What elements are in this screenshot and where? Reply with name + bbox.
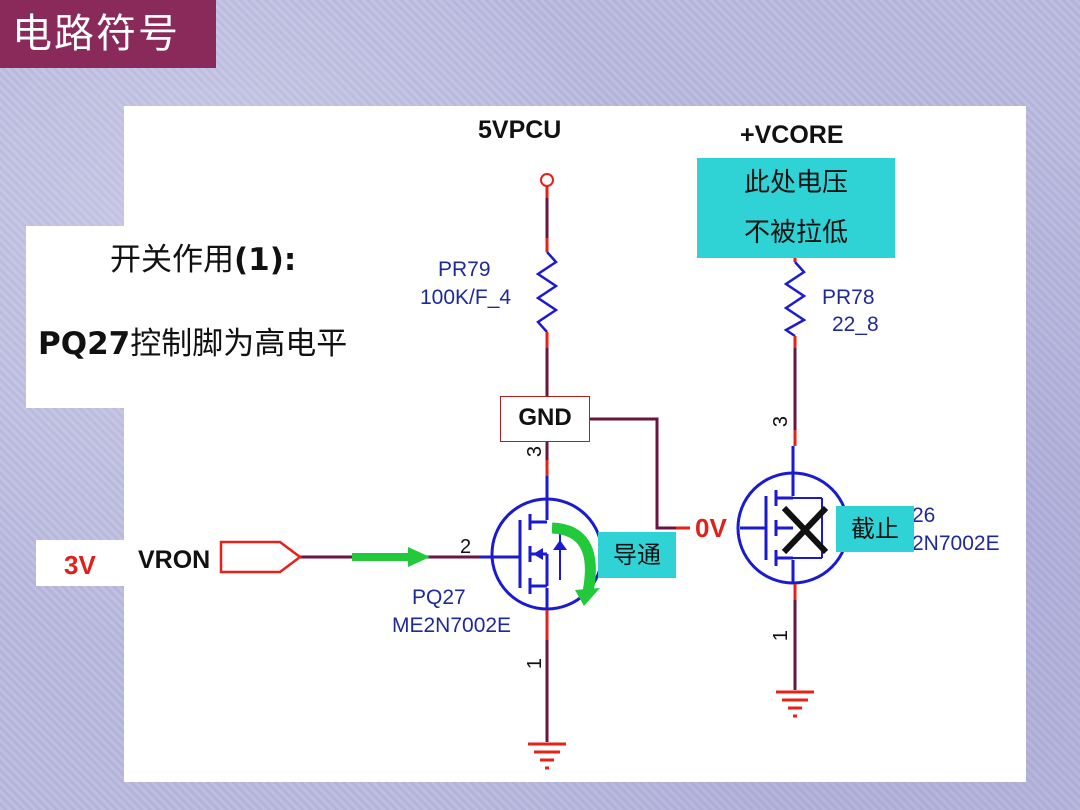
input-voltage: 3V bbox=[64, 550, 96, 580]
drain-voltage: 0V bbox=[695, 513, 727, 543]
conduct-arrow bbox=[551, 522, 596, 594]
pq27-ref: PQ27 bbox=[412, 586, 466, 609]
voltage-callout-line2: 不被拉低 bbox=[743, 218, 848, 248]
gnd-label: GND bbox=[500, 396, 590, 442]
pr78-resistor bbox=[783, 261, 807, 338]
voltage-callout: 此处电压 不被拉低 bbox=[697, 158, 895, 258]
gate-green-arrow-head bbox=[408, 547, 430, 567]
pq26-pin3: 3 bbox=[770, 415, 793, 428]
pr78-value: 22_8 bbox=[832, 313, 879, 336]
gnd-link-wire bbox=[590, 417, 688, 530]
note-line2: PQ27控制脚为高电平 bbox=[38, 318, 347, 363]
net-5vpcu: 5VPCU bbox=[478, 116, 562, 144]
note-box bbox=[26, 226, 406, 408]
note-line2-bold: PQ27 bbox=[38, 326, 131, 362]
pr79-ref: PR79 bbox=[438, 258, 491, 281]
cutoff-x-b bbox=[781, 505, 829, 555]
note-line1-text: 开关作用 bbox=[110, 242, 234, 278]
pr79-resistor bbox=[535, 251, 559, 333]
net-vcore: +VCORE bbox=[740, 121, 844, 149]
note-line1-bold: (1): bbox=[234, 242, 297, 278]
pq27-pin3: 3 bbox=[524, 445, 547, 458]
net-vron: VRON bbox=[138, 546, 211, 574]
pr79-value: 100K/F_4 bbox=[420, 286, 512, 309]
pq27-pin1: 1 bbox=[524, 657, 547, 670]
note-line2-text: 控制脚为高电平 bbox=[130, 326, 348, 362]
vcc-terminal bbox=[540, 173, 554, 187]
pq26-pin1: 1 bbox=[770, 629, 793, 642]
pq27-value: ME2N7002E bbox=[392, 614, 512, 637]
vron-connector bbox=[219, 540, 303, 574]
cutoff-callout: 截止 bbox=[836, 506, 914, 552]
slide-title: 电路符号 bbox=[0, 0, 216, 68]
note-line1: 开关作用(1): bbox=[110, 234, 296, 279]
voltage-callout-line1: 此处电压 bbox=[743, 168, 848, 198]
pq26-ref: 26 bbox=[912, 504, 936, 527]
conduct-callout: 导通 bbox=[598, 532, 676, 578]
pq26-value: E2N7002E bbox=[898, 532, 1000, 555]
pr78-ref: PR78 bbox=[822, 286, 875, 309]
pq27-pin2: 2 bbox=[460, 536, 472, 558]
